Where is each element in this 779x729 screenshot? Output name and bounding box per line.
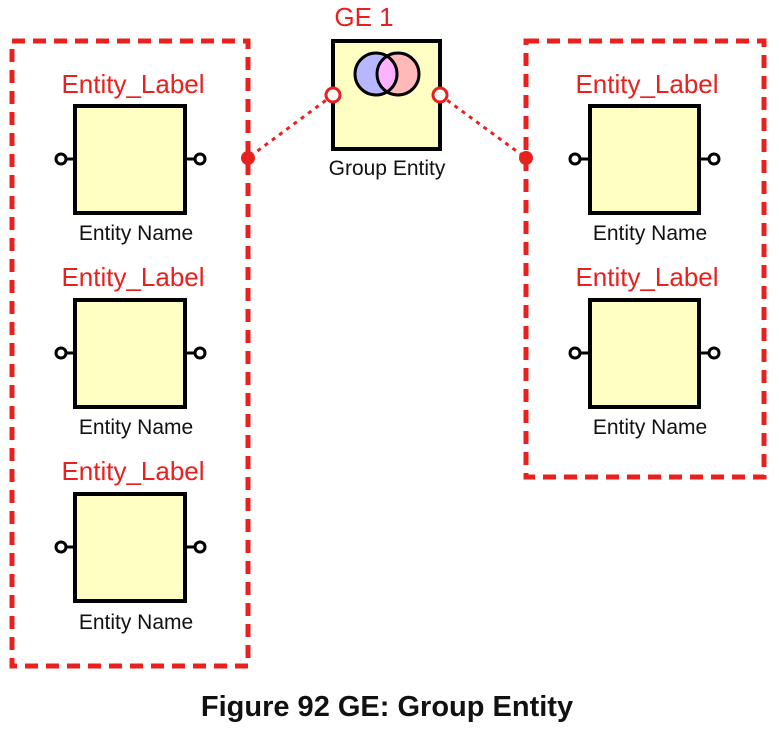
left-entity-1[interactable]: Entity_Label Entity Name (54, 69, 207, 245)
entity-input-port[interactable] (568, 346, 582, 360)
entity-box[interactable] (588, 298, 701, 409)
group-entity-port-left[interactable] (324, 86, 342, 104)
entity-output-port[interactable] (707, 152, 721, 166)
entity-output-port[interactable] (193, 346, 207, 360)
entity-input-port[interactable] (54, 346, 68, 360)
entity-output-port[interactable] (193, 540, 207, 554)
entity-output-port[interactable] (193, 152, 207, 166)
entity-output-port[interactable] (707, 346, 721, 360)
group-entity-name: Group Entity (329, 157, 446, 180)
group-entity-port-right[interactable] (431, 86, 449, 104)
connector-left-dot (241, 151, 255, 165)
right-entity-1[interactable]: Entity_Label Entity Name (568, 69, 721, 245)
entity-box[interactable] (588, 104, 701, 215)
group-entity[interactable]: GE 1 Group Entity (324, 2, 449, 180)
left-entity-3[interactable]: Entity_Label Entity Name (54, 456, 207, 634)
entity-box[interactable] (73, 492, 187, 603)
entity-name: Entity Name (79, 416, 193, 439)
left-entity-2[interactable]: Entity_Label Entity Name (54, 262, 207, 439)
left-group-boundary (9, 38, 251, 669)
entity-name: Entity Name (79, 222, 193, 245)
group-entity-label: GE 1 (334, 2, 393, 32)
entity-label: Entity_Label (61, 69, 204, 99)
entity-label: Entity_Label (575, 69, 718, 99)
connector-right-dot (519, 151, 533, 165)
entity-name: Entity Name (593, 416, 707, 439)
entity-label: Entity_Label (61, 262, 204, 292)
entity-name: Entity Name (79, 611, 193, 634)
entity-input-port[interactable] (54, 540, 68, 554)
entity-box[interactable] (73, 104, 187, 215)
connector-left (247, 93, 334, 160)
right-entity-2[interactable]: Entity_Label Entity Name (568, 262, 721, 439)
connector-right (439, 93, 527, 160)
entity-input-port[interactable] (568, 152, 582, 166)
figure-caption: Figure 92 GE: Group Entity (201, 691, 573, 723)
entity-label: Entity_Label (61, 456, 204, 486)
venn-diagram-icon (353, 51, 421, 97)
entity-box[interactable] (73, 298, 187, 409)
entity-name: Entity Name (593, 222, 707, 245)
entity-input-port[interactable] (54, 152, 68, 166)
entity-label: Entity_Label (575, 262, 718, 292)
